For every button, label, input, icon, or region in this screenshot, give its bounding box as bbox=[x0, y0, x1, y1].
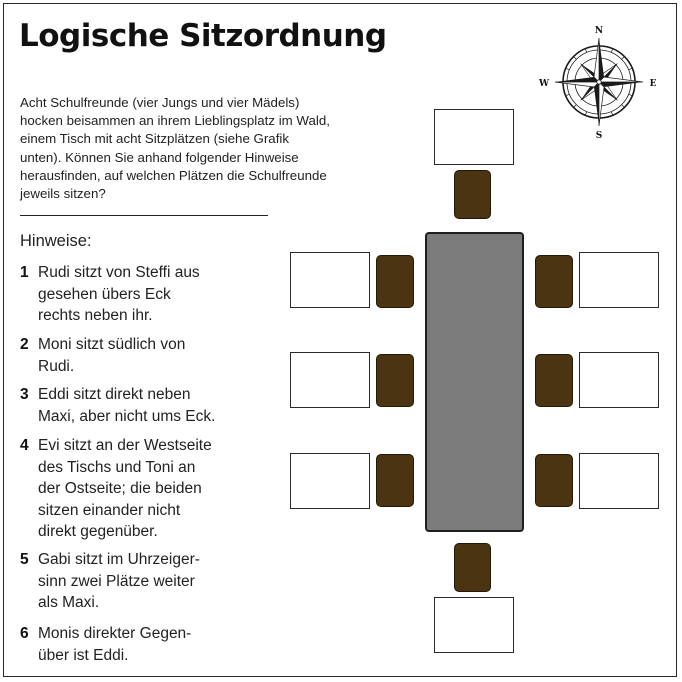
hint-line: sinn zwei Plätze weiter bbox=[38, 572, 195, 590]
chair-west-1 bbox=[376, 255, 414, 308]
compass-north-label: N bbox=[595, 26, 603, 36]
intro-text: Acht Schulfreunde (vier Jungs und vier M… bbox=[20, 95, 330, 202]
hint-text: Monis direkter Gegen- über ist Eddi. bbox=[38, 623, 260, 666]
hint-line: Rudi sitzt von Steffi aus bbox=[38, 264, 200, 281]
hint-number: 6 bbox=[20, 625, 29, 642]
divider-line bbox=[20, 215, 268, 216]
compass-rose-icon: N S E W bbox=[538, 26, 657, 140]
seat-box-west-2 bbox=[290, 352, 370, 408]
hint-number: 5 bbox=[20, 551, 29, 568]
hint-line: als Maxi. bbox=[38, 594, 100, 611]
hint-number: 2 bbox=[20, 336, 29, 353]
hint-line: sitzen einander nicht bbox=[38, 501, 181, 519]
chair-north bbox=[454, 170, 491, 219]
hint-line: Monis direkter Gegen- bbox=[38, 625, 192, 642]
seat-box-north bbox=[434, 109, 514, 165]
chair-west-2 bbox=[376, 354, 414, 407]
hint-line: über ist Eddi. bbox=[38, 646, 129, 664]
chair-south bbox=[454, 543, 491, 592]
hint-line: Maxi, aber nicht ums Eck. bbox=[38, 407, 216, 425]
hints-heading: Hinweise: bbox=[20, 232, 92, 250]
compass-west-label: W bbox=[538, 79, 550, 89]
hint-line: Rudi. bbox=[38, 357, 75, 375]
hint-line: des Tischs und Toni an bbox=[38, 458, 196, 476]
puzzle-frame bbox=[3, 3, 677, 677]
hint-line: Eddi sitzt direkt neben bbox=[38, 386, 191, 403]
hint-text: Rudi sitzt von Steffi aus gesehen übers … bbox=[38, 262, 260, 327]
hint-line: rechts neben ihr. bbox=[38, 307, 153, 324]
hint-text: Gabi sitzt im Uhrzeiger- sinn zwei Plätz… bbox=[38, 549, 260, 614]
hint-text: Moni sitzt südlich von Rudi. bbox=[38, 334, 260, 377]
dining-table bbox=[425, 232, 524, 532]
compass-east-label: E bbox=[650, 79, 657, 89]
hint-number: 3 bbox=[20, 386, 29, 403]
chair-east-3 bbox=[535, 454, 573, 507]
hint-line: Moni sitzt südlich von bbox=[38, 336, 186, 353]
chair-west-3 bbox=[376, 454, 414, 507]
seat-box-east-3 bbox=[579, 453, 659, 509]
hint-line: Evi sitzt an der Westseite bbox=[38, 437, 212, 454]
chair-east-2 bbox=[535, 354, 573, 407]
seat-box-west-1 bbox=[290, 252, 370, 308]
seat-box-west-3 bbox=[290, 453, 370, 509]
hint-number: 1 bbox=[20, 264, 29, 281]
hint-text: Evi sitzt an der Westseite des Tischs un… bbox=[38, 435, 260, 543]
hint-number: 4 bbox=[20, 437, 29, 454]
seat-box-east-1 bbox=[579, 252, 659, 308]
hint-line: Gabi sitzt im Uhrzeiger- bbox=[38, 551, 200, 568]
hint-line: direkt gegenüber. bbox=[38, 523, 158, 540]
compass-south-label: S bbox=[596, 131, 603, 140]
seat-box-east-2 bbox=[579, 352, 659, 408]
hint-line: der Ostseite; die beiden bbox=[38, 480, 202, 497]
page-title: Logische Sitzordnung bbox=[19, 18, 387, 54]
chair-east-1 bbox=[535, 255, 573, 308]
hint-line: gesehen übers Eck bbox=[38, 285, 171, 303]
hint-text: Eddi sitzt direkt neben Maxi, aber nicht… bbox=[38, 384, 260, 427]
seat-box-south bbox=[434, 597, 514, 653]
